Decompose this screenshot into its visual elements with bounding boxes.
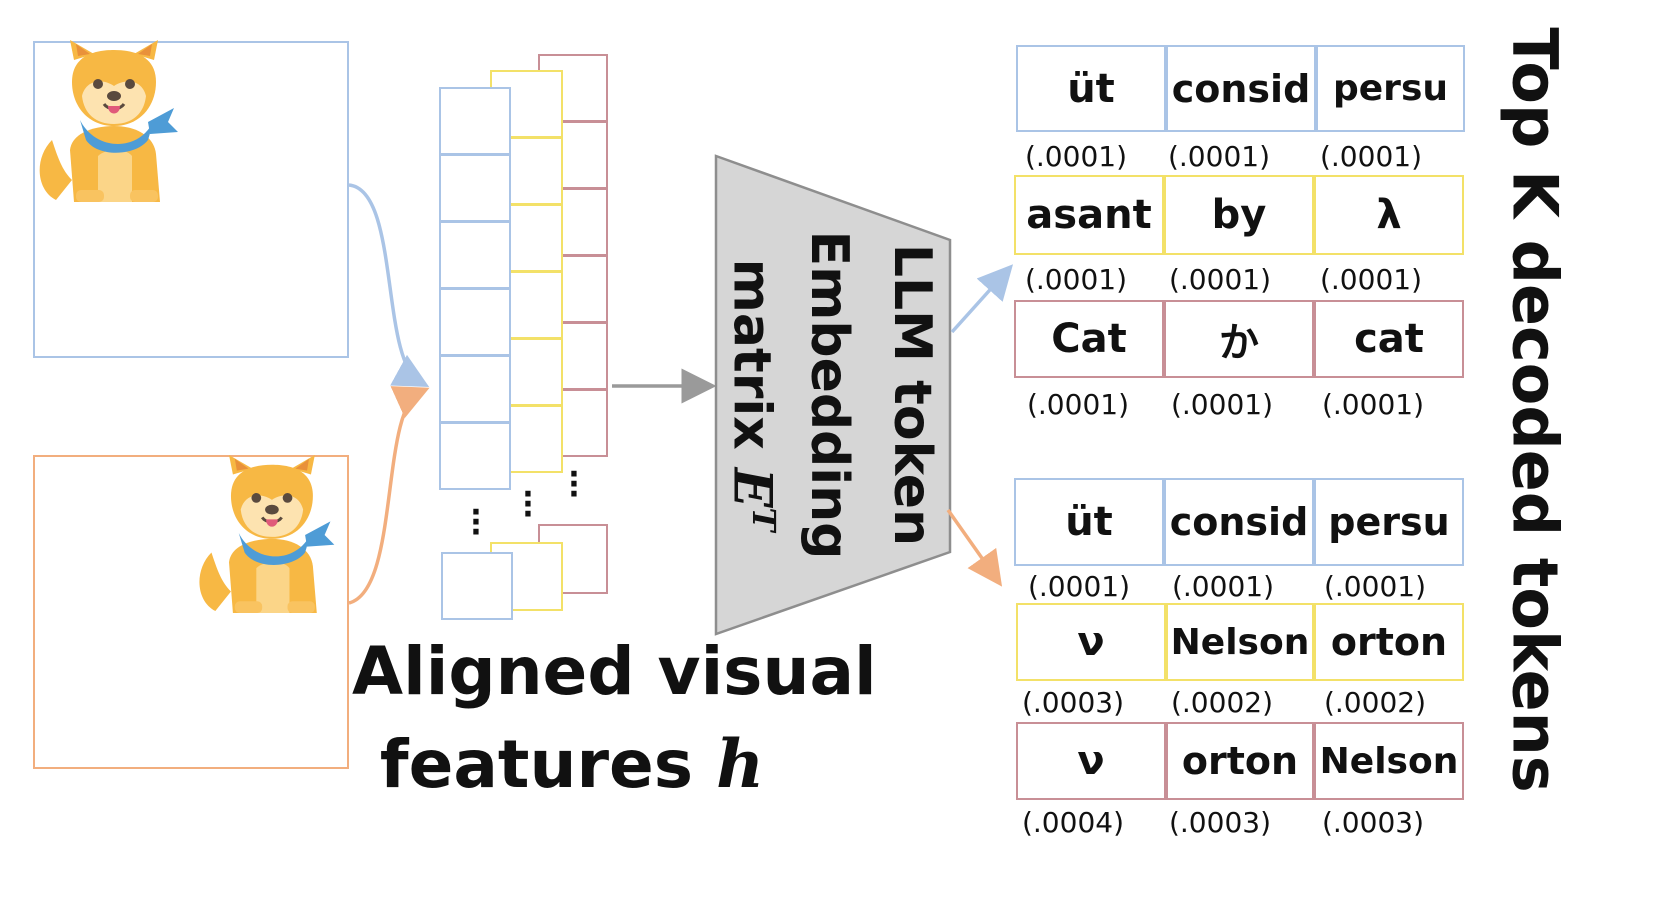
token-cell: consid (1166, 45, 1316, 132)
token-prob: (.0001) (1167, 140, 1270, 173)
ellipsis-yellow: ··· (522, 477, 534, 532)
caption-line1: Aligned visual (352, 633, 877, 710)
feature-cell (439, 422, 511, 490)
token-prob: (.0001) (1027, 570, 1130, 603)
feature-cell (439, 288, 511, 356)
caption-line2: features h (379, 725, 765, 803)
ellipsis-red: ··· (568, 457, 580, 512)
token-cell: asant (1014, 175, 1164, 255)
ellipsis-blue: ··· (470, 495, 482, 550)
token-prob: (.0001) (1026, 388, 1129, 421)
token-cell: ν (1016, 603, 1166, 681)
token-cell: persu (1314, 478, 1464, 566)
token-cell: λ (1314, 175, 1464, 255)
dog-icon (199, 455, 335, 613)
token-prob: (.0001) (1319, 263, 1422, 296)
token-prob: (.0001) (1170, 388, 1273, 421)
token-prob: (.0001) (1024, 140, 1127, 173)
token-cell: consid (1164, 478, 1314, 566)
embedding-symbol: ET (721, 467, 783, 532)
token-prob: (.0001) (1171, 570, 1274, 603)
token-cell: üt (1014, 478, 1164, 566)
embedding-label-line2: Embedding (799, 230, 859, 560)
feature-cell (439, 154, 511, 222)
token-cell: cat (1314, 300, 1464, 378)
caption-symbol: h (716, 725, 765, 803)
dog-icon (39, 40, 178, 202)
token-prob: (.0003) (1021, 686, 1124, 719)
embedding-trapezoid (714, 154, 952, 636)
token-prob: (.0001) (1024, 263, 1127, 296)
token-cell: か (1164, 300, 1314, 378)
token-cell: by (1164, 175, 1314, 255)
arrow-to-bottom-tokens (946, 508, 1003, 587)
arrow-to-top-tokens (950, 264, 1014, 334)
arrow-bottom-image (348, 386, 430, 605)
token-cell: Cat (1014, 300, 1164, 378)
token-prob: (.0004) (1021, 806, 1124, 839)
features-caption: Aligned visual features h (352, 626, 877, 811)
token-prob: (.0001) (1319, 140, 1422, 173)
arrow-top-image (348, 183, 430, 388)
token-prob: (.0001) (1323, 570, 1426, 603)
token-cell: orton (1166, 722, 1314, 800)
token-prob: (.0001) (1168, 263, 1271, 296)
side-title: Top K decoded tokens (1498, 27, 1572, 793)
embedding-label-line3: matrix ET (721, 258, 783, 532)
token-prob: (.0002) (1323, 686, 1426, 719)
token-prob: (.0001) (1321, 388, 1424, 421)
token-cell: Nelson (1166, 603, 1314, 681)
token-cell: üt (1016, 45, 1166, 132)
feature-cell (441, 552, 513, 620)
token-prob: (.0003) (1168, 806, 1271, 839)
token-cell: Nelson (1314, 722, 1464, 800)
token-prob: (.0002) (1170, 686, 1273, 719)
token-cell: persu (1316, 45, 1465, 132)
embedding-label-line1: LLM token (882, 243, 942, 547)
token-cell: orton (1314, 603, 1464, 681)
token-cell: ν (1016, 722, 1166, 800)
token-prob: (.0003) (1321, 806, 1424, 839)
